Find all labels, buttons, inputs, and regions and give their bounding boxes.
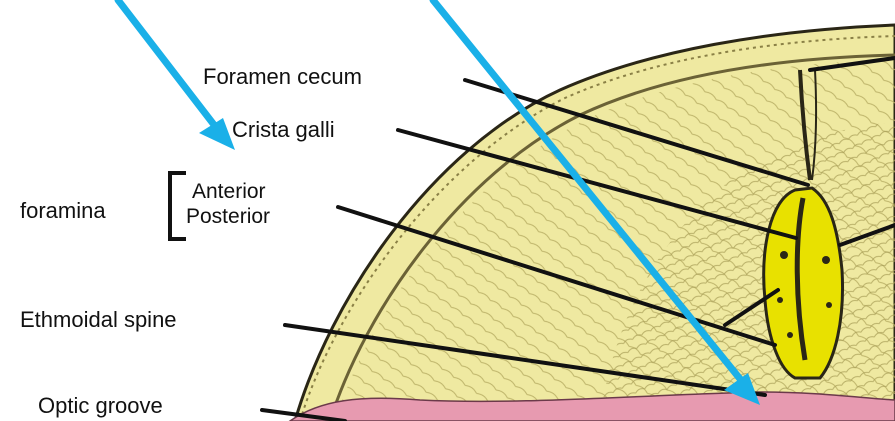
label-foramen-cecum: Foramen cecum xyxy=(203,66,362,88)
label-ethmoidal-spine: Ethmoidal spine xyxy=(20,309,177,331)
label-crista-galli: Crista galli xyxy=(232,119,335,141)
foramina-bracket xyxy=(168,171,186,241)
label-foramina: foramina xyxy=(20,200,106,222)
label-posterior: Posterior xyxy=(186,206,270,227)
label-optic-groove: Optic groove xyxy=(38,395,163,417)
arrowhead-left xyxy=(199,118,235,150)
label-anterior: Anterior xyxy=(192,181,266,202)
